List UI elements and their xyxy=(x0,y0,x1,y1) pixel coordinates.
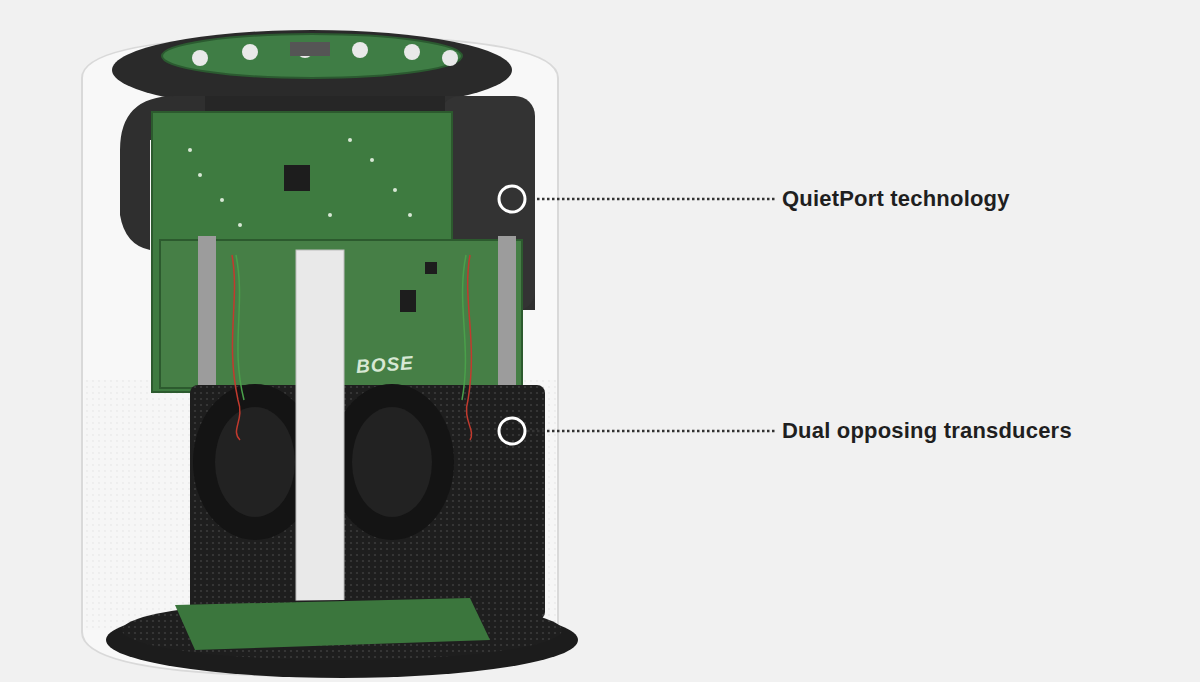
base-pcb xyxy=(175,598,490,650)
transducer-magnet xyxy=(352,407,432,517)
ribbon-cable xyxy=(296,250,344,602)
button xyxy=(352,42,368,58)
top-pcb xyxy=(162,34,462,78)
speaker-shell xyxy=(82,36,558,676)
leader-line xyxy=(527,198,776,201)
callout-label: Dual opposing transducers xyxy=(782,418,1072,444)
brand-logo: BOSE xyxy=(355,352,414,378)
bracket xyxy=(498,236,516,388)
chip xyxy=(400,290,416,312)
callout-label: QuietPort technology xyxy=(782,186,1010,212)
chip xyxy=(425,262,437,274)
callout-circle xyxy=(499,418,525,444)
wire xyxy=(462,255,466,400)
transducer-magnet xyxy=(215,407,295,517)
transducer xyxy=(330,384,454,540)
button xyxy=(442,50,458,66)
chip xyxy=(284,165,310,191)
callout-circle xyxy=(499,186,525,212)
wire xyxy=(466,255,471,440)
transducer-enclosure xyxy=(190,385,545,620)
display xyxy=(290,42,330,56)
wire xyxy=(236,255,244,400)
button xyxy=(404,44,420,60)
bracket xyxy=(198,236,216,388)
button xyxy=(192,50,208,66)
button xyxy=(242,44,258,60)
leader-line xyxy=(527,430,776,433)
